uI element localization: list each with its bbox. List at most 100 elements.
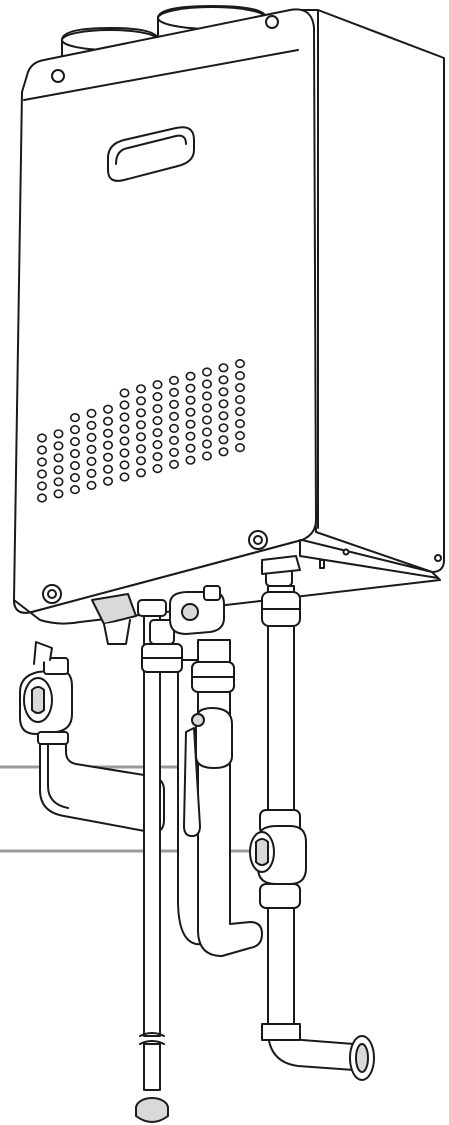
- side-screw: [434, 554, 442, 562]
- vent-hole: [152, 452, 163, 462]
- vent-hole: [202, 403, 213, 413]
- vent-hole: [53, 453, 64, 463]
- vent-hole: [202, 415, 213, 425]
- vent-hole: [235, 383, 246, 393]
- vent-hole: [202, 391, 213, 401]
- vent-hole: [103, 476, 114, 486]
- vent-hole: [169, 423, 180, 434]
- water-wall-flange-inner: [355, 1043, 369, 1073]
- vent-hole: [169, 447, 180, 458]
- vent-grille: [36, 359, 246, 503]
- screw-bottom-right: [248, 530, 268, 550]
- vent-hole: [152, 380, 163, 390]
- vent-hole: [202, 379, 213, 389]
- left-bent-pipe: [39, 739, 165, 834]
- bottom-plate-line: [299, 539, 439, 579]
- water-valve-nut-lower: [259, 883, 301, 909]
- water-line-assembly: [249, 555, 375, 1081]
- vent-hole: [86, 408, 97, 419]
- gas-connector: [91, 593, 137, 625]
- gas-nut-2: [149, 619, 175, 645]
- vent-hole: [185, 383, 196, 393]
- vent-hole: [235, 443, 246, 453]
- vent-hole: [53, 477, 64, 487]
- gas-valve-lever: [183, 727, 201, 837]
- left-bent-pipe-shade: [47, 739, 69, 809]
- left-valve-lever: [33, 641, 53, 665]
- vent-hole: [119, 436, 130, 446]
- vent-hole: [202, 451, 213, 461]
- vent-hole: [70, 485, 81, 495]
- vent-hole: [169, 411, 180, 422]
- vent-hole: [185, 371, 196, 381]
- water-top-bracket: [261, 555, 301, 575]
- vent-hole: [235, 431, 246, 441]
- vent-hole: [235, 407, 246, 417]
- vent-hole: [218, 411, 229, 421]
- screw-top-left: [51, 69, 65, 83]
- drain-pipe-break: [139, 1032, 165, 1045]
- vent-hole: [218, 447, 229, 457]
- gas-valve-body: [195, 707, 233, 769]
- drain-pipe-cap-side: [135, 1107, 169, 1123]
- vent-hole: [86, 444, 97, 455]
- vent-hole: [119, 448, 130, 458]
- vent-hole: [36, 493, 47, 503]
- gas-top-knob: [203, 585, 221, 601]
- vent-hole: [136, 444, 147, 454]
- vent-hole: [53, 441, 64, 451]
- vent-hole: [103, 416, 114, 426]
- vent-hole: [136, 468, 147, 478]
- vent-hole: [70, 449, 81, 459]
- left-valve-nut-top: [43, 657, 69, 675]
- bottom-detail-1: [319, 559, 325, 569]
- vent-hole: [218, 375, 229, 385]
- vent-hole: [152, 440, 163, 450]
- vent-hole: [70, 473, 81, 483]
- vent-hole: [218, 399, 229, 409]
- vent-hole: [235, 395, 246, 405]
- vent-hole: [185, 395, 196, 405]
- vent-hole: [169, 459, 180, 470]
- vent-hole: [119, 412, 130, 422]
- vent-hole: [36, 469, 47, 479]
- screw-bottom-left: [42, 584, 62, 604]
- vent-hole: [53, 489, 64, 499]
- vent-hole: [36, 481, 47, 491]
- gas-top-fitting-hole: [181, 603, 199, 621]
- vent-hole: [103, 428, 114, 438]
- vent-hole: [169, 375, 180, 386]
- vent-hole: [152, 428, 163, 438]
- vent-hole: [119, 460, 130, 470]
- vent-hole: [53, 465, 64, 475]
- drain-pipe: [135, 599, 169, 1123]
- gas-shutoff-valve: [169, 585, 263, 957]
- vent-hole: [185, 443, 196, 453]
- drain-pipe-lower: [143, 1043, 161, 1091]
- water-valve-wheel-hub: [255, 838, 269, 866]
- vent-hole: [202, 439, 213, 449]
- heater-body: [13, 8, 445, 625]
- vent-hole: [70, 425, 81, 435]
- vent-hole: [136, 432, 147, 442]
- vent-hole: [136, 396, 147, 406]
- vent-hole: [218, 435, 229, 445]
- vent-hole: [235, 359, 246, 369]
- front-panel: [13, 8, 317, 614]
- front-bevel: [23, 49, 299, 101]
- vent-hole: [103, 440, 114, 450]
- vent-hole: [103, 404, 114, 414]
- vent-hole: [185, 419, 196, 429]
- vent-hole: [70, 437, 81, 447]
- vent-hole: [36, 445, 47, 455]
- vent-hole: [86, 480, 97, 491]
- vent-hole: [136, 384, 147, 394]
- handle-slot-inner: [115, 134, 187, 165]
- vent-hole: [202, 427, 213, 437]
- vent-hole: [169, 387, 180, 398]
- vent-hole: [70, 461, 81, 471]
- vent-hole: [86, 432, 97, 443]
- vent-hole: [152, 392, 163, 402]
- vent-hole: [36, 433, 47, 443]
